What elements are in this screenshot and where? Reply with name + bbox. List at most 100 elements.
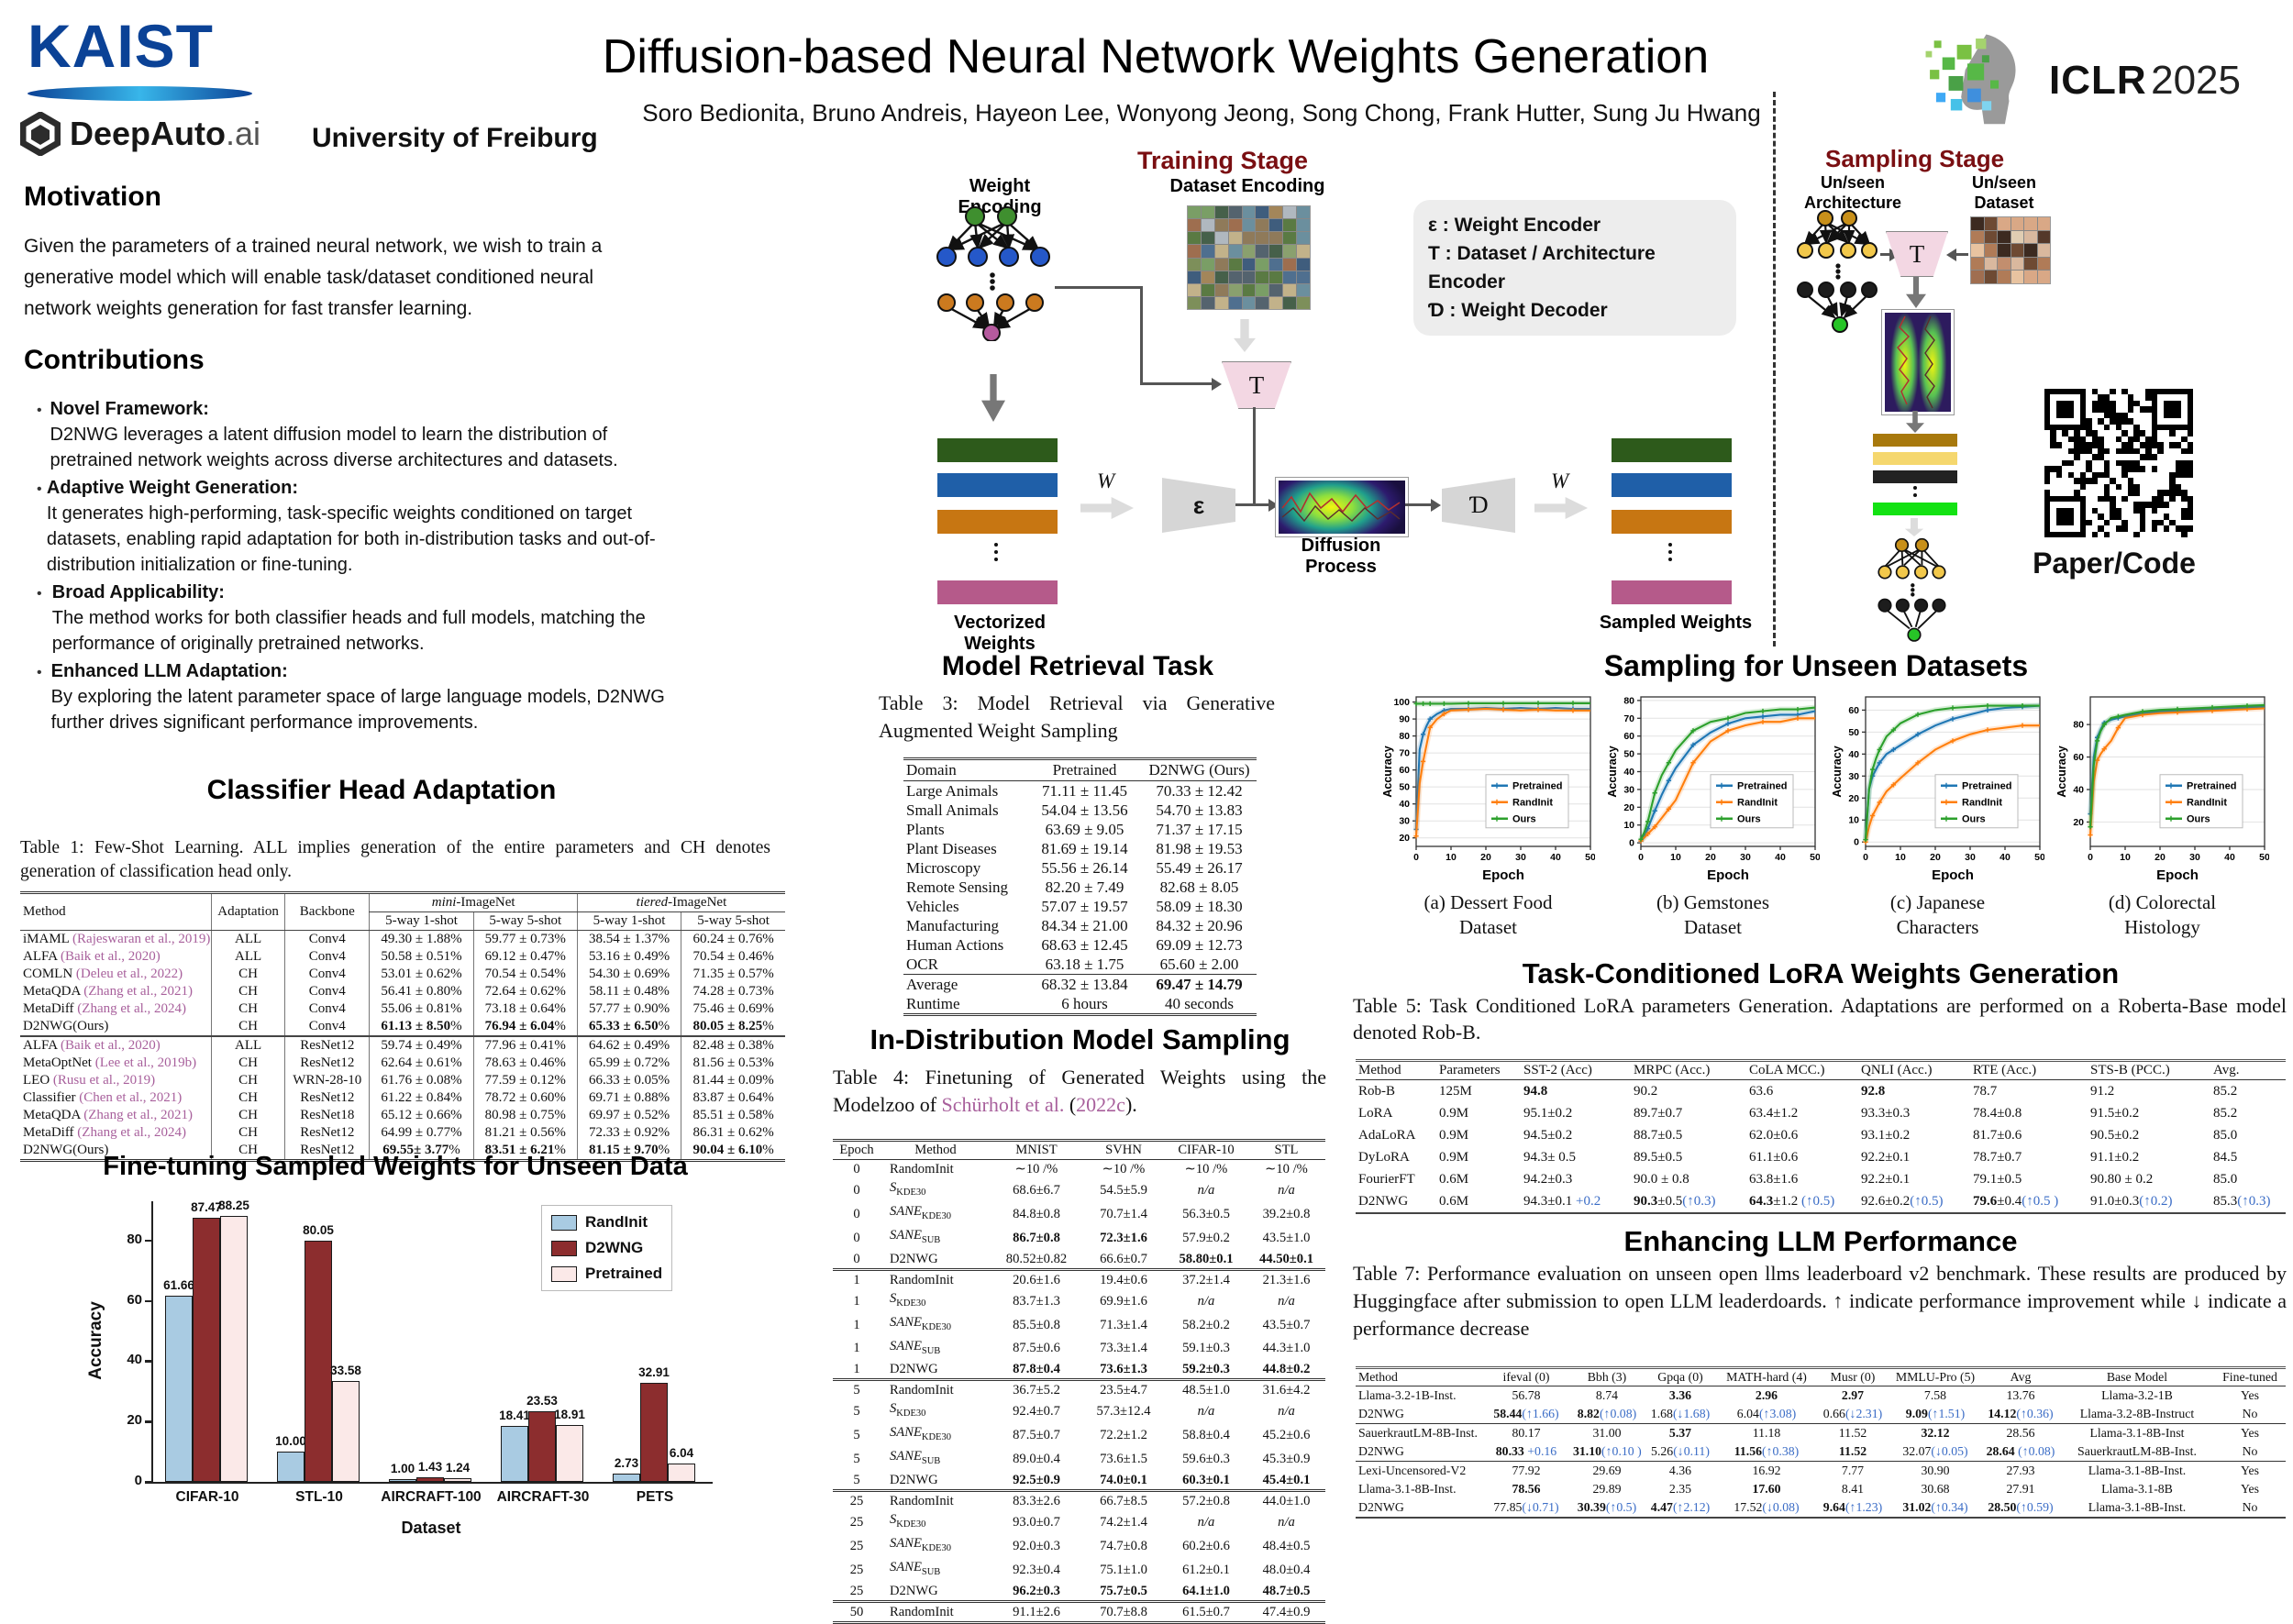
cell: 69.47 ± 14.79 bbox=[1142, 974, 1257, 994]
cell: Runtime bbox=[906, 995, 960, 1012]
cell: 6.04(↑3.08) bbox=[1736, 1407, 1797, 1420]
list-item: •Enhanced LLM Adaptation:By exploring th… bbox=[37, 658, 679, 735]
cell: 28.50(↑0.59) bbox=[1988, 1500, 2054, 1514]
svg-text:40: 40 bbox=[1999, 852, 2011, 863]
cell: 25 bbox=[833, 1489, 881, 1511]
cell: 72.64 ± 0.62% bbox=[472, 983, 578, 1000]
cell: 78.4±0.8 bbox=[1973, 1106, 2022, 1121]
table-row: Runtime 6 hours 40 seconds bbox=[903, 994, 1257, 1015]
cell: 40 seconds bbox=[1164, 995, 1235, 1012]
cell: 60.24 ± 0.76% bbox=[681, 930, 785, 948]
weight-encoder-shape: ε bbox=[1162, 478, 1235, 533]
cell: 61.2±0.1 bbox=[1182, 1562, 1230, 1577]
motivation-text: Given the parameters of a trained neural… bbox=[24, 236, 603, 319]
iclr-name: ICLR bbox=[2049, 57, 2147, 103]
cell: 6 hours bbox=[1061, 995, 1108, 1012]
cell: Llama-3.1-8B-Inst. bbox=[2060, 1461, 2214, 1480]
cell: Microscopy bbox=[906, 859, 981, 877]
cell: D2NWG bbox=[890, 1473, 938, 1488]
list-item: •Broad Applicability:The method works fo… bbox=[37, 580, 679, 657]
kaist-logo-lens bbox=[28, 86, 252, 101]
cell: 32.07(↓0.05) bbox=[1902, 1444, 1968, 1458]
svg-text:40: 40 bbox=[1848, 749, 1859, 760]
cell: 55.56 ± 26.14 bbox=[1041, 859, 1128, 877]
contribution-title: Enhanced LLM Adaptation: bbox=[50, 661, 288, 681]
column-header: Avg bbox=[1981, 1367, 2060, 1386]
cell: 66.7±8.5 bbox=[1082, 1489, 1165, 1511]
cell: 64.99 ± 0.77% bbox=[369, 1124, 474, 1142]
contributions-heading: Contributions bbox=[24, 345, 205, 375]
cell: 31.00 bbox=[1570, 1423, 1644, 1442]
authors: Soro Bedionita, Bruno Andreis, Hayeon Le… bbox=[642, 99, 1761, 127]
cell: ResNet12 bbox=[284, 1035, 370, 1055]
kaist-logo: KAIST bbox=[28, 11, 252, 101]
cell: 29.89 bbox=[1592, 1482, 1622, 1496]
svg-text:30: 30 bbox=[1848, 771, 1859, 782]
svg-text:Pretrained: Pretrained bbox=[1962, 781, 2011, 792]
svg-text:10: 10 bbox=[1895, 852, 1906, 863]
svg-text:20: 20 bbox=[1848, 793, 1859, 804]
cell: SANESUB bbox=[890, 1227, 941, 1245]
column-header: SVHN bbox=[1082, 1140, 1165, 1160]
weight-bar-orange bbox=[937, 510, 1058, 534]
cell: 75.7±0.5 bbox=[1100, 1583, 1147, 1598]
cell: 7.58 bbox=[1923, 1388, 1947, 1402]
paper-code-label: Paper/Code bbox=[2033, 547, 2196, 580]
cell: 73.6±1.3 bbox=[1100, 1362, 1147, 1377]
cell: D2NWG(Ours) bbox=[23, 1019, 109, 1033]
cell: 87.5±0.6 bbox=[1013, 1341, 1060, 1356]
bar bbox=[277, 1452, 305, 1482]
contribution-text: By exploring the latent parameter space … bbox=[50, 687, 665, 733]
bar bbox=[501, 1426, 528, 1482]
cell: MetaQDA (Zhang et al., 2021) bbox=[23, 984, 193, 999]
model-retrieval-heading: Model Retrieval Task bbox=[941, 651, 1214, 681]
down-arrow-icon bbox=[1234, 319, 1256, 352]
iclr-text: ICLR 2025 bbox=[2049, 58, 2241, 104]
column-header: Base Model bbox=[2060, 1367, 2214, 1386]
svg-text:40: 40 bbox=[1775, 852, 1786, 863]
table4-caption: Table 4: Finetuning of Generated Weights… bbox=[833, 1066, 1326, 1116]
cell: ResNet18 bbox=[284, 1107, 370, 1124]
cell: 38.54 ± 1.37% bbox=[576, 930, 681, 948]
cell: 74.0±0.1 bbox=[1100, 1473, 1147, 1488]
legend-weight-decoder: Ɗ : Weight Decoder bbox=[1428, 300, 1608, 321]
bar bbox=[332, 1380, 360, 1482]
cell: 57.77 ± 0.90% bbox=[576, 1000, 681, 1018]
svg-text:60: 60 bbox=[1848, 705, 1859, 716]
lora-heading: Task-Conditioned LoRA Weights Generation bbox=[1522, 957, 2120, 989]
cell: 93.1±0.2 bbox=[1861, 1128, 1911, 1143]
cell: n/a bbox=[1278, 1404, 1295, 1420]
cell: 85.0 bbox=[2213, 1172, 2238, 1187]
cell: SauerkrautLM-8B-Inst. bbox=[1356, 1423, 1482, 1442]
iclr-logo: ICLR 2025 bbox=[1922, 28, 2241, 133]
dataset-image-grid bbox=[1187, 205, 1311, 310]
cell: ALL bbox=[210, 948, 285, 966]
cell: 64.62 ± 0.49% bbox=[576, 1035, 681, 1055]
ellipsis-dots bbox=[994, 543, 998, 561]
cell: 85.2 bbox=[2213, 1084, 2238, 1099]
cell: 84.34 ± 21.00 bbox=[1041, 917, 1128, 934]
cell: 55.06 ± 0.81% bbox=[369, 1000, 474, 1018]
svg-text:RandInit: RandInit bbox=[1737, 798, 1778, 809]
cell: 36.7±5.2 bbox=[991, 1378, 1082, 1400]
cell: 64.3±1.2 (↑0.5) bbox=[1749, 1194, 1835, 1209]
cell: CH bbox=[210, 1000, 285, 1018]
cell: 92.2±0.1 bbox=[1861, 1172, 1911, 1187]
svg-text:50: 50 bbox=[1399, 782, 1410, 793]
cell: 2.35 bbox=[1668, 1482, 1692, 1496]
cell: 77.59 ± 0.12% bbox=[472, 1072, 578, 1089]
diffusion-sampling-image bbox=[1881, 309, 1955, 415]
cell: RandomInit bbox=[881, 1378, 991, 1400]
column-header: Fine-tuned bbox=[2214, 1367, 2286, 1386]
svg-text:Accuracy: Accuracy bbox=[1832, 746, 1844, 797]
